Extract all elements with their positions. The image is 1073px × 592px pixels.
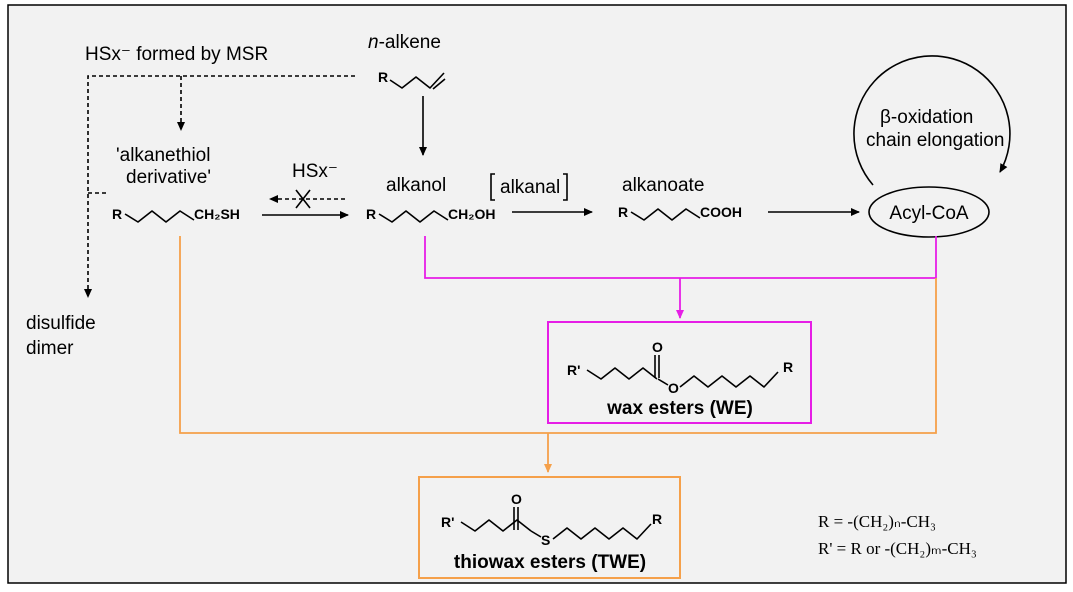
alkanoate-cooh: COOH — [700, 204, 742, 220]
legend-r-prime-definition: R' = R or -(CH₂)ₘ-CH₃ — [818, 539, 977, 558]
thiol-r-group: R — [112, 206, 122, 222]
alkene-double-bond — [432, 78, 446, 90]
we-alkyl-chain — [679, 371, 779, 388]
twe-carbonyl-o: O — [511, 491, 522, 507]
msr-dashed-line — [84, 75, 355, 298]
acyl-coa-label: Acyl-CoA — [889, 203, 969, 224]
thiowax-ester-box — [418, 476, 681, 579]
beta-oxidation-cycle — [853, 55, 1011, 186]
acyl-coa-node — [868, 186, 990, 238]
wax-esters-label: wax esters (WE) — [606, 398, 753, 419]
diagram-frame — [7, 4, 1067, 584]
legend-r-definition: R = -(CH₂)ₙ-CH₃ — [818, 512, 936, 531]
alkanal-bracket-right — [563, 173, 568, 201]
chain-elongation-label: chain elongation — [866, 130, 1004, 151]
alkanol-r-group: R — [366, 206, 376, 222]
thiowax-ester-path — [179, 236, 937, 434]
twe-thio-s: S — [541, 532, 550, 548]
alkanol-ch2oh: CH₂OH — [448, 206, 495, 222]
we-ester-bond — [657, 378, 669, 386]
twe-acyl-chain — [460, 519, 532, 532]
alkanal-bracket-left — [490, 173, 495, 201]
alkanoate-r-group: R — [618, 204, 628, 220]
alkanethiol-label-line2: derivative' — [126, 167, 211, 188]
we-r-prime: R' — [567, 362, 580, 378]
alkanoate-label: alkanoate — [622, 175, 704, 196]
beta-oxidation-label: β-oxidation — [880, 107, 973, 128]
twe-r-group: R — [652, 511, 662, 527]
twe-r-prime: R' — [441, 514, 454, 530]
blocked-cross-icon — [295, 189, 311, 209]
alkanal-label: alkanal — [500, 177, 560, 198]
disulfide-label-line2: dimer — [26, 338, 74, 359]
alkene-chain — [389, 72, 445, 89]
wax-ester-box — [547, 321, 812, 424]
we-carbonyl-o: O — [652, 339, 663, 355]
hsx-formed-label: HSx⁻ formed by MSR — [85, 44, 268, 65]
alkanol-label: alkanol — [386, 175, 446, 196]
we-r-group: R — [783, 359, 793, 375]
alkanethiol-label-line1: 'alkanethiol — [116, 145, 210, 166]
alkanol-chain — [378, 210, 449, 223]
alkanoate-chain — [630, 208, 701, 221]
twe-alkyl-chain — [552, 523, 652, 540]
thiowax-esters-label: thiowax esters (TWE) — [454, 552, 646, 573]
thiol-ch2sh: CH₂SH — [194, 206, 240, 222]
thiol-chain — [124, 210, 195, 223]
we-acyl-chain — [586, 367, 658, 380]
n-alkene-label: n-alkene — [368, 32, 441, 53]
alkene-r-group: R — [378, 69, 388, 85]
disulfide-label-line1: disulfide — [26, 313, 96, 334]
hsx-label: HSx⁻ — [292, 161, 338, 182]
we-ester-o: O — [668, 380, 679, 396]
twe-thioester-bond — [530, 530, 542, 538]
